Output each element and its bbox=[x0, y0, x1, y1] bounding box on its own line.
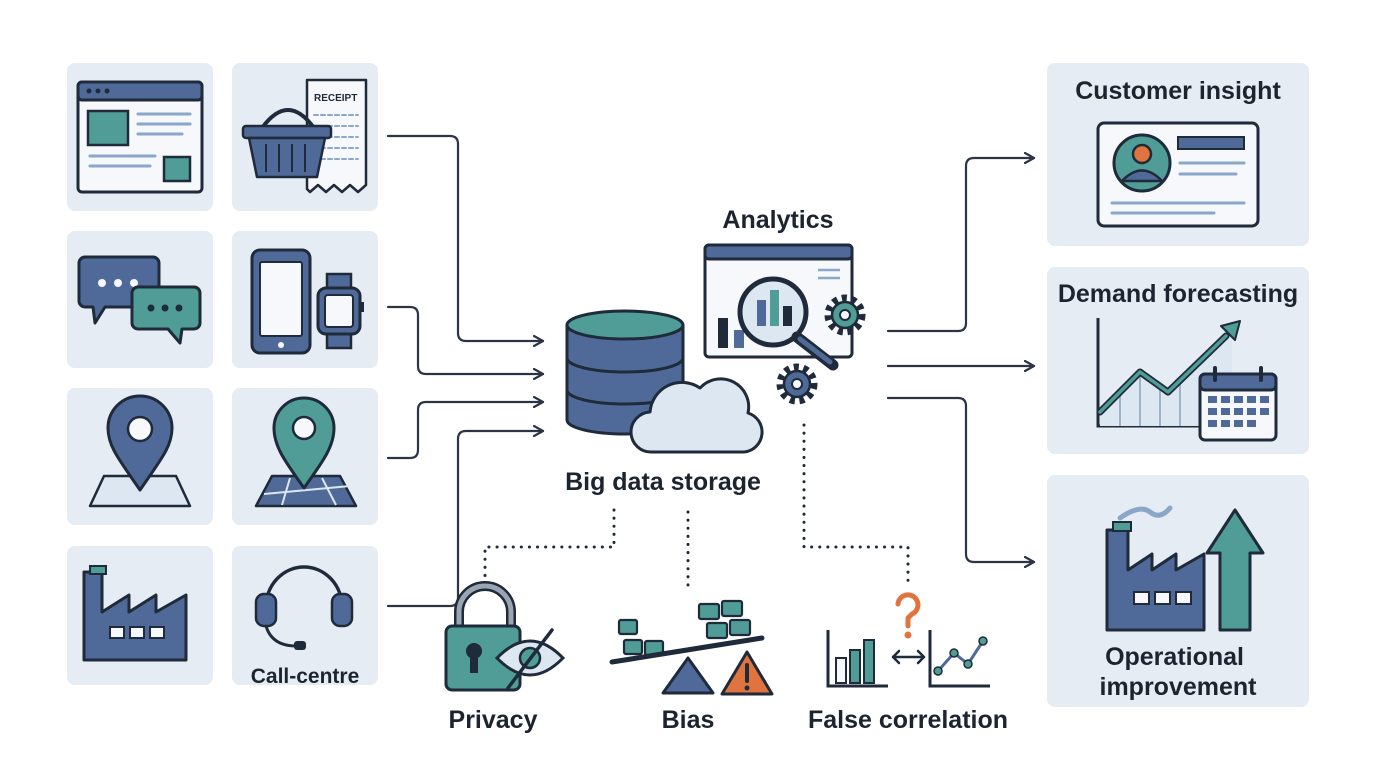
trend-calendar-icon bbox=[1096, 318, 1278, 442]
profile-card-icon bbox=[1096, 121, 1260, 228]
padlock-eye-icon bbox=[444, 581, 566, 692]
gear-icon bbox=[776, 363, 818, 405]
phone-watch-icon bbox=[250, 248, 364, 355]
outcome-label-line-1: Operational bbox=[1105, 643, 1244, 671]
risk-label-privacy: Privacy bbox=[449, 706, 538, 734]
outcome-label-operational-improvement: Operational improvement bbox=[1100, 643, 1258, 701]
connector-to-operational-improvement bbox=[886, 396, 1036, 562]
call-centre-label: Call-centre bbox=[251, 665, 360, 688]
outcome-connectors bbox=[886, 158, 1036, 562]
factory-icon bbox=[82, 565, 188, 662]
risk-connectors bbox=[483, 423, 910, 592]
outcome-label-line-2: improvement bbox=[1100, 673, 1258, 701]
shopping-basket-receipt-icon: RECEIPT bbox=[241, 78, 368, 194]
map-pin-icon bbox=[254, 396, 358, 508]
connector-retail-to-storage bbox=[386, 134, 545, 341]
website-icon bbox=[76, 80, 204, 194]
connector-devices-to-storage bbox=[386, 305, 545, 374]
connector-call-centre-to-storage bbox=[386, 431, 545, 608]
connector-map-to-storage bbox=[386, 402, 545, 460]
connector-to-customer-insight bbox=[886, 158, 1036, 333]
database-cloud-icon bbox=[565, 309, 764, 454]
magnifier-gears-icon bbox=[703, 243, 866, 405]
headset-icon bbox=[254, 565, 354, 650]
source-connectors bbox=[386, 134, 545, 608]
risk-label-false-correlation: False correlation bbox=[808, 706, 1008, 734]
gear-icon bbox=[824, 294, 866, 336]
factory-arrow-icon bbox=[1105, 505, 1265, 632]
connector-analytics-to-false-correlation bbox=[802, 423, 910, 589]
analytics-label: Analytics bbox=[722, 206, 833, 234]
risk-label-bias: Bias bbox=[662, 706, 715, 734]
source-tile-call-centre bbox=[232, 546, 378, 685]
seesaw-warning-icon bbox=[609, 599, 774, 696]
connector-storage-to-privacy bbox=[483, 508, 616, 592]
location-pin-icon bbox=[88, 394, 192, 508]
question-mark-icon bbox=[895, 592, 921, 639]
outcome-label-demand-forecasting: Demand forecasting bbox=[1058, 280, 1298, 308]
storage-label: Big data storage bbox=[565, 468, 761, 496]
chat-bubbles-icon bbox=[77, 255, 202, 345]
outcome-label-customer-insight: Customer insight bbox=[1075, 77, 1281, 105]
receipt-text: RECEIPT bbox=[314, 93, 357, 104]
charts-question-icon bbox=[826, 592, 990, 688]
